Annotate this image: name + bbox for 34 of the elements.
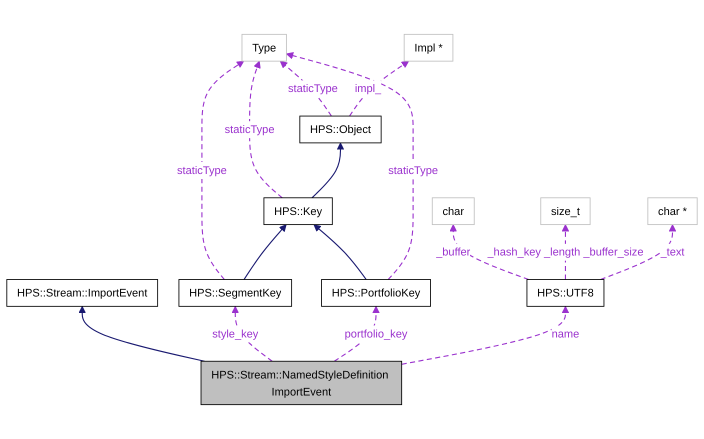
node-box: char * [647,197,698,226]
arrow [402,306,570,365]
arrow [314,224,367,280]
edge-label: _hash_key _length _buffer_size [487,245,644,258]
node-box: HPS::Key [264,197,333,226]
edge-label: _text [660,245,685,258]
node-box: Type [242,34,287,62]
node-box: HPS::Object [299,116,382,144]
edge-label: staticType [224,122,274,136]
node-box: char [432,197,475,226]
edge-label: impl_ [354,82,382,95]
edge-label: name [552,327,580,340]
node-box: size_t [540,197,591,226]
arrow [349,60,410,116]
arrow [286,52,414,280]
arrow [244,224,287,280]
edge-label: staticType [388,164,438,177]
arrow [450,224,529,280]
node-box: HPS::Stream::ImportEvent [6,279,158,307]
arrow [600,224,676,280]
edge-label: staticType [177,164,227,177]
node-box: HPS::UTF8 [526,279,604,307]
node-box: HPS::SegmentKey [178,279,292,307]
edge-label: staticType [288,82,338,95]
arrow [312,142,344,198]
node-box: Impl * [404,34,454,62]
edge-label: portfolio_key [344,327,408,340]
node-box: HPS::Stream::NamedStyleDefinition ImportEvent [200,360,402,406]
arrow [78,306,205,362]
node-box: HPS::PortfolioKey [321,279,431,307]
edge-label: _buffer [436,245,470,258]
arrow [201,60,244,280]
arrow [249,60,283,198]
edge-label: style_key [212,327,258,340]
